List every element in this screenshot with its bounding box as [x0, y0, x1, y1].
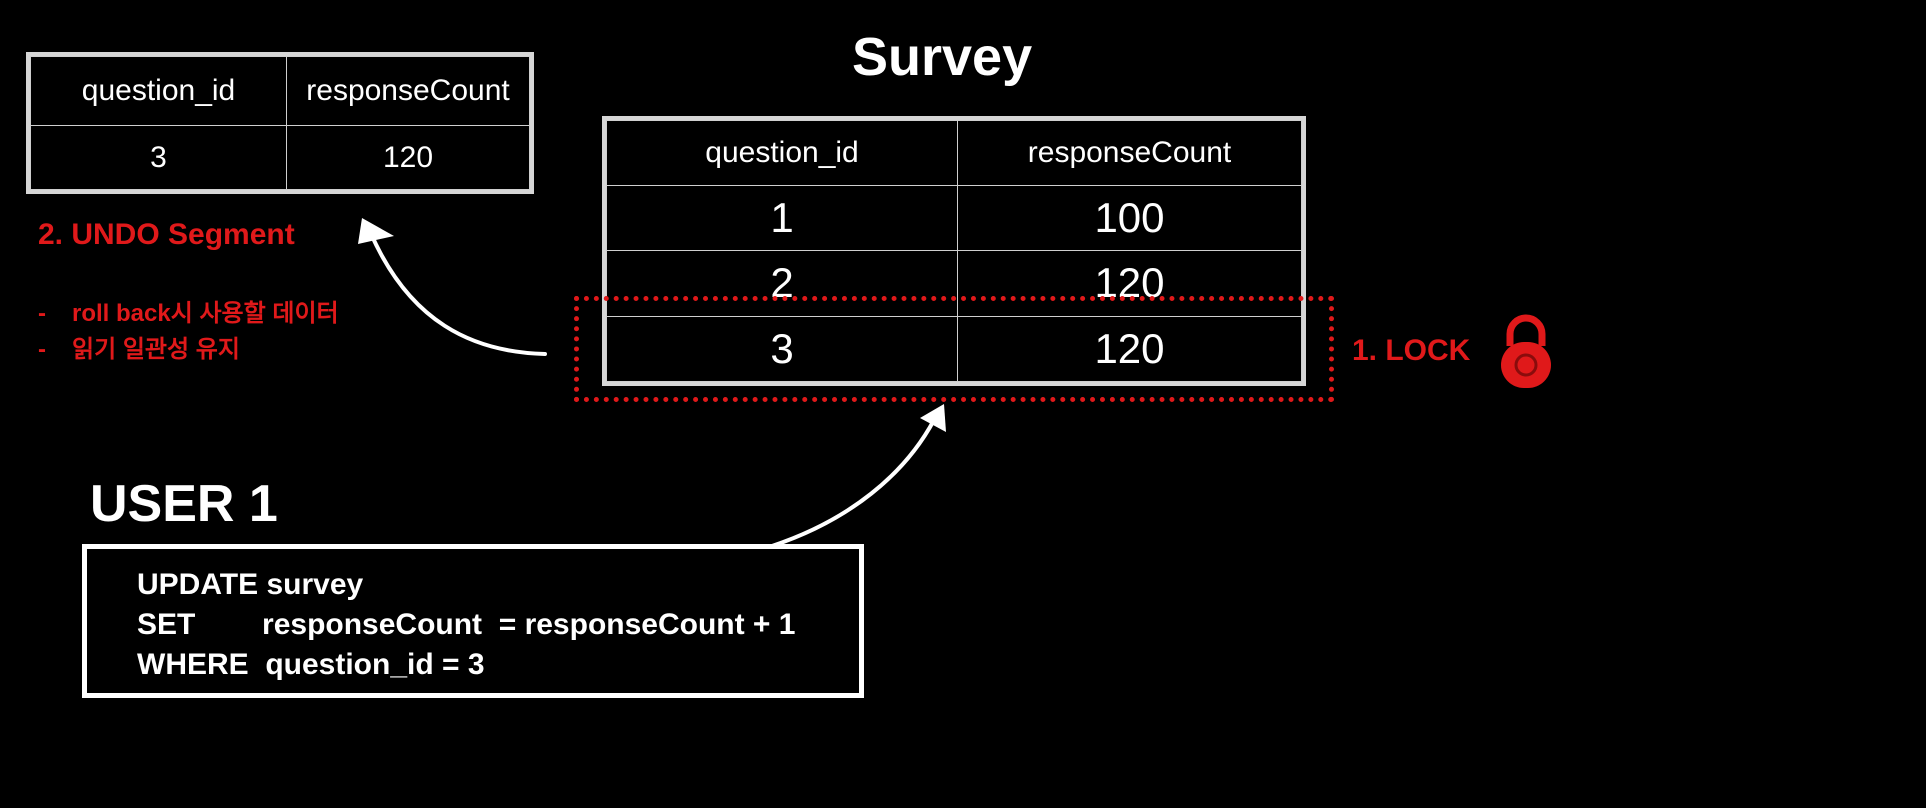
undo-header-response-count: responseCount — [286, 56, 530, 126]
survey-table: question_id responseCount 1 100 2 120 3 … — [602, 116, 1306, 386]
undo-cell-question-id: 3 — [30, 125, 287, 190]
survey-header-question-id: question_id — [606, 120, 958, 186]
lock-icon — [1501, 314, 1551, 388]
survey-title: Survey — [852, 27, 1033, 87]
survey-table-grid: question_id responseCount 1 100 2 120 3 … — [606, 120, 1302, 383]
survey-cell-question-id: 1 — [606, 184, 958, 252]
user-title: USER 1 — [90, 475, 278, 533]
arrow-to-survey — [770, 404, 946, 548]
lock-label: 1. LOCK — [1352, 334, 1471, 367]
survey-header-response-count: responseCount — [957, 120, 1302, 186]
survey-table-header-row: question_id responseCount — [606, 120, 1302, 186]
undo-note-text: 읽기 일관성 유지 — [72, 336, 240, 363]
undo-header-question-id: question_id — [30, 56, 287, 126]
table-row: 3 120 — [606, 315, 1302, 383]
survey-cell-response-count: 120 — [957, 315, 1302, 383]
sql-line: WHERE question_id = 3 — [137, 648, 485, 681]
undo-segment-label: 2. UNDO Segment — [38, 218, 295, 251]
survey-cell-question-id: 2 — [606, 250, 958, 317]
undo-notes-list: -roll back시 사용할 데이터 -읽기 일관성 유지 — [38, 296, 339, 368]
undo-note-text: roll back시 사용할 데이터 — [72, 300, 339, 327]
table-row: 1 100 — [606, 184, 1302, 252]
table-row: 3 120 — [30, 125, 530, 190]
locked-row-highlight — [574, 296, 1334, 402]
survey-cell-response-count: 100 — [957, 184, 1302, 252]
list-item: -읽기 일관성 유지 — [38, 332, 339, 368]
survey-cell-question-id: 3 — [606, 315, 958, 383]
bullet-dash: - — [38, 300, 46, 327]
bullet-dash: - — [38, 336, 46, 363]
sql-line: UPDATE survey — [137, 568, 364, 601]
undo-table-header-row: question_id responseCount — [30, 56, 530, 126]
list-item: -roll back시 사용할 데이터 — [38, 296, 339, 332]
undo-table-grid: question_id responseCount 3 120 — [30, 56, 530, 190]
undo-cell-response-count: 120 — [286, 125, 530, 190]
arrow-to-undo — [358, 218, 547, 356]
sql-line: SET responseCount = responseCount + 1 — [137, 608, 796, 641]
undo-segment-table: question_id responseCount 3 120 — [26, 52, 534, 194]
